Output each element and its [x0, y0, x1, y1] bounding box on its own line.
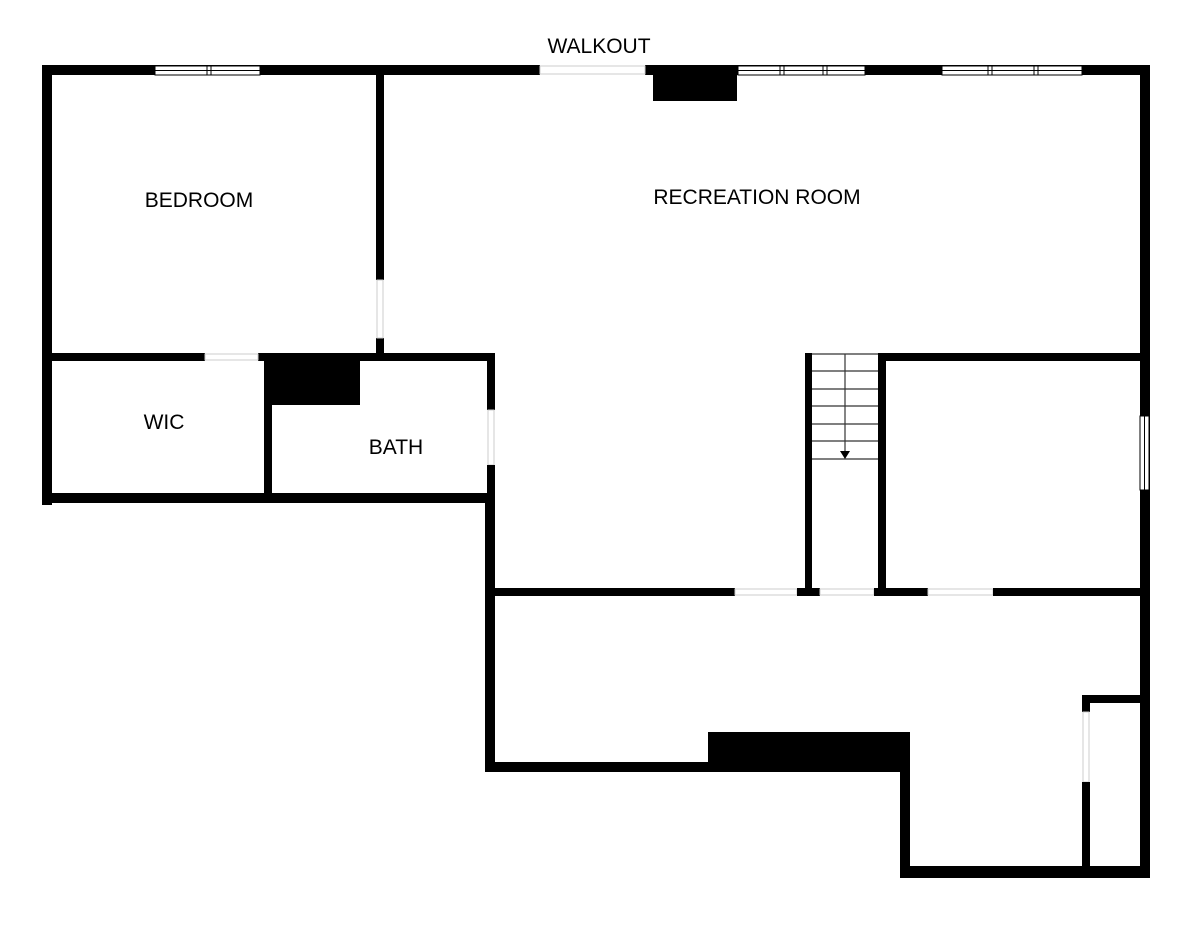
door-bath [487, 409, 495, 466]
door-mid-1 [734, 588, 798, 596]
wall-bath-right-lower [487, 465, 495, 503]
window-right [1139, 415, 1150, 491]
door-closet [1082, 711, 1090, 783]
wall-closet-left-top [1082, 695, 1090, 712]
walkout-label: WALKOUT [547, 35, 651, 58]
window-bedroom-top [154, 65, 261, 76]
wall-bedroom-bottom-left [42, 353, 205, 361]
wall-wic-bath [264, 361, 272, 501]
wic-label: WIC [143, 411, 185, 434]
window-rec-top-1 [737, 65, 866, 76]
wall-bottom-mid [485, 762, 710, 772]
wall-closet-left [1082, 782, 1090, 874]
bath-label: BATH [368, 436, 424, 459]
bedroom-label: BEDROOM [144, 189, 254, 212]
window-rec-top-2 [941, 65, 1083, 76]
wall-bottom-right [900, 866, 1150, 878]
stair-arrow-icon [840, 451, 850, 459]
wall-mid-4 [993, 588, 1150, 596]
door-mid-3 [927, 588, 994, 596]
wall-top-right [645, 65, 1150, 75]
wall-closet-top [1082, 695, 1150, 703]
wall-left [42, 65, 52, 505]
bottom-block [708, 732, 910, 772]
wall-mid-3 [874, 588, 928, 596]
wall-bottom-left [42, 493, 495, 503]
wall-stair-left [805, 353, 812, 596]
wall-right-room-top [878, 353, 1150, 361]
fireplace-block [653, 65, 737, 101]
door-stairs [819, 588, 875, 596]
wall-bottom-step [900, 772, 910, 878]
wall-mid-1 [485, 588, 735, 596]
walkout-door [539, 65, 646, 75]
wall-bedroom-bottom-right [258, 353, 495, 361]
wall-stair-right [878, 353, 886, 596]
wall-lower-left [485, 500, 495, 772]
closet-block [265, 355, 360, 405]
door-bedroom [376, 279, 384, 339]
wall-bedroom-rec [376, 75, 384, 280]
wall-bath-right [487, 353, 495, 410]
wall-top-left [42, 65, 540, 75]
wall-bedroom-rec-lower [376, 338, 384, 356]
door-wic [204, 353, 259, 361]
stairs [812, 353, 878, 460]
recreation-room-label: RECREATION ROOM [653, 186, 861, 209]
